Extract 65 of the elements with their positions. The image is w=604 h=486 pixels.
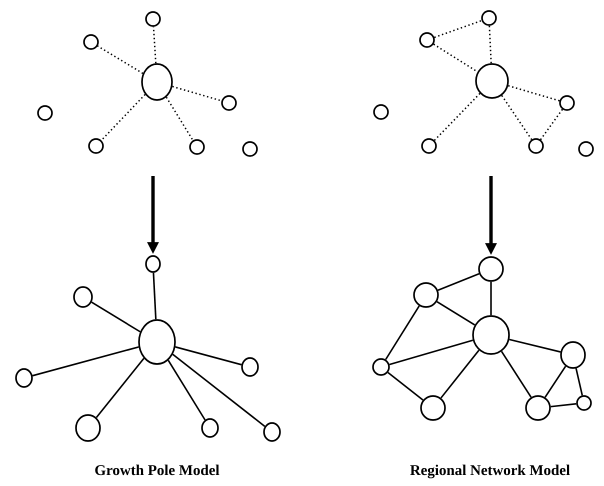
link-line xyxy=(175,346,242,366)
dotted-link xyxy=(433,44,478,72)
link-line xyxy=(440,350,480,398)
dotted-link xyxy=(172,86,222,102)
model-caption: Growth Pole Model xyxy=(95,464,220,476)
circle-node xyxy=(475,63,509,99)
circle-node xyxy=(421,138,437,154)
circle-node xyxy=(83,34,99,50)
circle-node xyxy=(73,286,93,308)
circle-node xyxy=(241,357,259,377)
circle-node xyxy=(559,95,575,111)
circle-node xyxy=(373,104,389,120)
circle-node xyxy=(525,395,551,421)
link-line xyxy=(152,272,157,320)
link-line xyxy=(96,358,144,418)
dotted-link xyxy=(100,94,146,141)
circle-node xyxy=(472,315,510,355)
circle-node xyxy=(189,139,205,155)
link-line xyxy=(544,366,566,398)
dotted-link xyxy=(488,26,492,64)
circle-node xyxy=(419,32,435,48)
model-caption: Regional Network Model xyxy=(410,464,570,478)
circle-node xyxy=(481,10,497,26)
circle-node xyxy=(145,255,161,273)
dotted-link xyxy=(166,96,194,141)
link-line xyxy=(389,340,474,366)
circle-node xyxy=(221,95,237,111)
circle-node xyxy=(372,358,390,376)
circle-node xyxy=(263,422,281,442)
link-line xyxy=(575,368,584,396)
link-line xyxy=(436,301,476,326)
circle-node xyxy=(88,138,104,154)
circle-node xyxy=(560,341,586,369)
circle-node xyxy=(576,395,592,411)
dotted-link xyxy=(152,26,157,64)
dotted-link xyxy=(501,95,532,140)
link-line xyxy=(385,305,420,360)
dotted-link xyxy=(540,108,564,140)
circle-node xyxy=(242,141,258,157)
link-line xyxy=(387,372,424,401)
dotted-link xyxy=(97,45,144,74)
link-line xyxy=(32,346,139,376)
link-line xyxy=(509,338,561,353)
circle-node xyxy=(138,319,176,365)
link-line xyxy=(550,403,576,408)
circle-node xyxy=(578,141,594,157)
circle-node xyxy=(420,395,446,421)
circle-node xyxy=(528,138,544,154)
link-line xyxy=(91,302,141,332)
circle-node xyxy=(201,418,219,438)
circle-node xyxy=(141,63,173,101)
link-line xyxy=(438,273,480,291)
link-line xyxy=(172,354,266,427)
circle-node xyxy=(37,105,53,121)
dotted-link xyxy=(508,85,560,102)
circle-node xyxy=(15,368,33,388)
dotted-link xyxy=(434,92,480,141)
circle-node xyxy=(75,414,101,442)
link-line xyxy=(500,351,532,398)
circle-node xyxy=(478,256,504,282)
link-line xyxy=(490,282,492,316)
dotted-link xyxy=(434,20,482,38)
circle-node xyxy=(413,282,439,308)
link-line xyxy=(168,360,206,420)
circle-node xyxy=(145,11,161,27)
